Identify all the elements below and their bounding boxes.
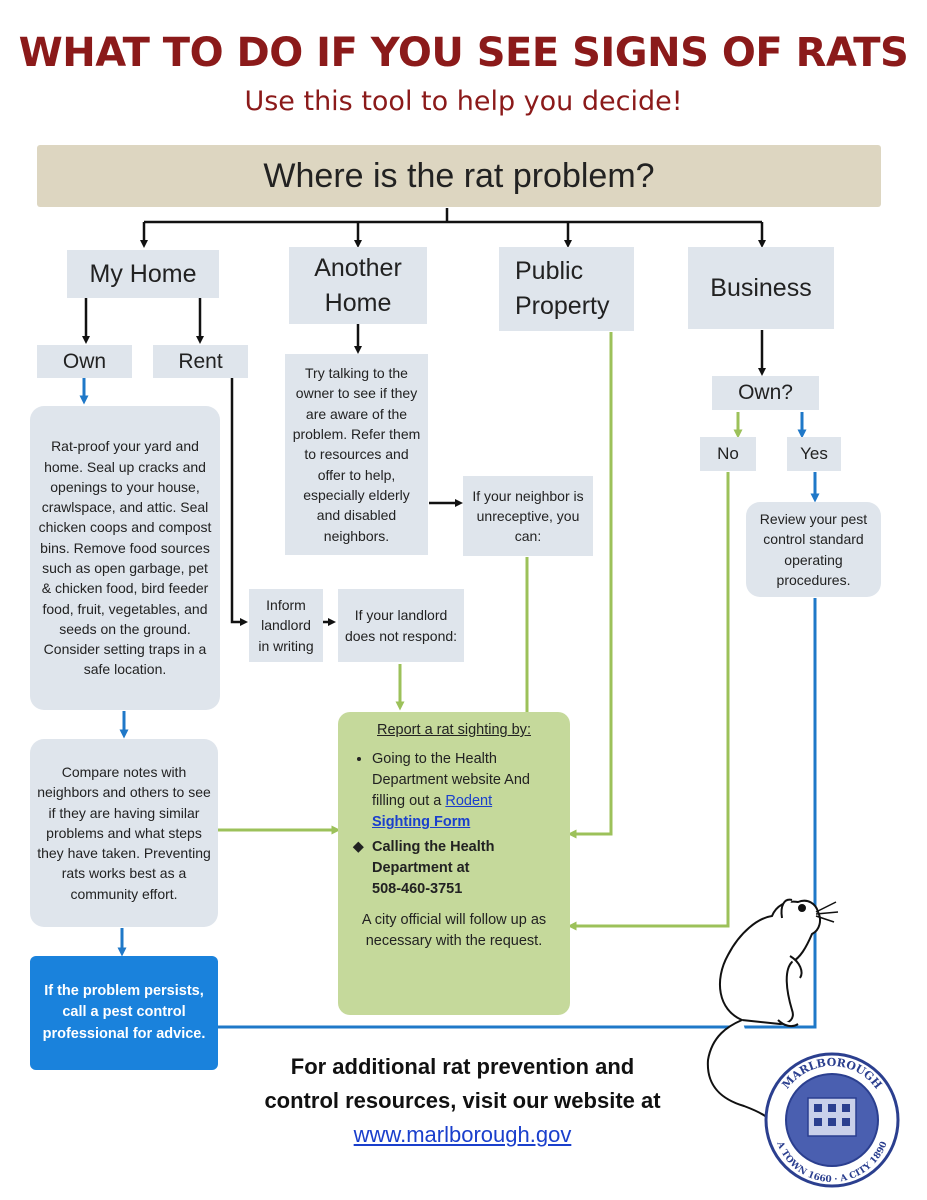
branch-public-property[interactable]: Public Property (499, 247, 634, 331)
own-box[interactable]: Own (37, 345, 132, 378)
report-option-phone: Calling the Health Department at 508-460… (372, 837, 554, 900)
page-subtitle: Use this tool to help you decide! (244, 86, 683, 117)
report-sighting-box: Report a rat sighting by: Going to the H… (338, 712, 570, 1015)
branch-another-home-label-2: Home (324, 288, 392, 317)
talk-to-owner-box: Try talking to the owner to see if they … (285, 354, 428, 555)
footer-line-1: For additional rat prevention and (290, 1054, 635, 1079)
review-procedures-box: Review your pest control standard operat… (746, 502, 881, 597)
phone-number[interactable]: 508-460-3751 (372, 881, 463, 898)
talk-to-owner-text: Try talking to the owner to see if they … (292, 365, 421, 544)
neighbor-unreceptive-text: If your neighbor is unreceptive, you can… (472, 487, 584, 545)
branch-public-property-label-1: Public (515, 257, 584, 285)
report-options-list: Going to the Health Department website A… (354, 749, 554, 900)
branch-another-home[interactable]: Another Home (289, 247, 427, 324)
report-heading-colon: : (526, 722, 531, 738)
rent-box[interactable]: Rent (153, 345, 248, 378)
yes-label: Yes (800, 444, 828, 463)
own-question-box[interactable]: Own? (712, 376, 819, 410)
page-title: WHAT TO DO IF YOU SEE SIGNS OF RATS (18, 30, 909, 76)
report-option-website: Going to the Health Department website A… (372, 749, 554, 833)
neighbor-unreceptive-box: If your neighbor is unreceptive, you can… (463, 476, 593, 556)
rent-label: Rent (178, 349, 223, 373)
question-text: Where is the rat problem? (263, 156, 655, 195)
website-link[interactable]: www.marlborough.gov (353, 1122, 572, 1148)
pest-control-text: If the problem persists, call a pest con… (42, 983, 206, 1042)
report-heading: Report a rat sighting by: (377, 722, 531, 738)
compare-notes-text: Compare notes with neighbors and others … (37, 763, 211, 902)
footer-line-2: control resources, visit our website at (264, 1088, 661, 1114)
no-label: No (717, 444, 739, 463)
followup-note: A city official will follow up as necess… (361, 912, 547, 950)
inform-landlord-box: Inform landlord in writing (249, 589, 323, 662)
review-procedures-text: Review your pest control standard operat… (759, 510, 868, 588)
own-advice-box: Rat-proof your yard and home. Seal up cr… (30, 406, 220, 710)
footer-resources: For additional rat prevention and contro… (180, 1050, 745, 1152)
own-question-label: Own? (738, 381, 793, 404)
own-label: Own (62, 349, 107, 373)
landlord-no-response-text: If your landlord does not respond: (344, 607, 458, 644)
landlord-no-response-box: If your landlord does not respond: (338, 589, 464, 662)
pest-control-box: If the problem persists, call a pest con… (30, 956, 218, 1070)
rodent-sighting-form-link[interactable]: Rodent Sighting Form (372, 793, 493, 831)
branch-business-label: Business (710, 273, 812, 302)
branch-business[interactable]: Business (688, 247, 834, 329)
branch-my-home-label: My Home (89, 259, 197, 288)
own-advice-text: Rat-proof your yard and home. Seal up cr… (38, 438, 212, 678)
branch-public-property-label-2: Property (515, 292, 610, 320)
compare-notes-box: Compare notes with neighbors and others … (30, 739, 218, 927)
branch-my-home[interactable]: My Home (67, 250, 219, 298)
yes-box[interactable]: Yes (787, 437, 841, 471)
inform-landlord-text: Inform landlord in writing (258, 597, 314, 654)
no-box[interactable]: No (700, 437, 756, 471)
question-banner: Where is the rat problem? (37, 145, 881, 207)
branch-another-home-label-1: Another (314, 253, 402, 282)
